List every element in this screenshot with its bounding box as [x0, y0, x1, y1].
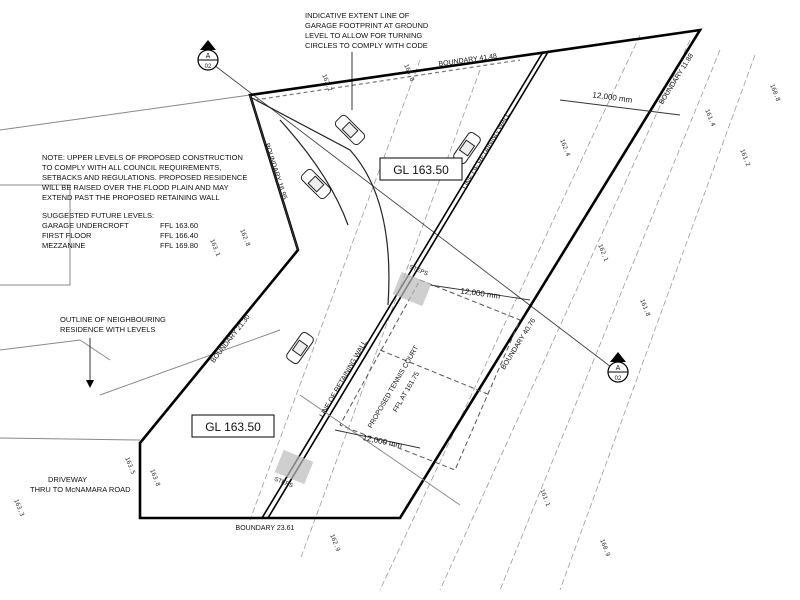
contour-level: 161.8: [638, 298, 651, 318]
contour-level: 161.1: [538, 488, 551, 508]
contour-level: 162.4: [558, 138, 571, 158]
section-marker-top: A 02: [197, 40, 219, 71]
note-line-3: SETBACKS AND REGULATIONS. PROPOSED RESID…: [42, 173, 247, 182]
gl-label-lower: GL 163.50: [205, 420, 261, 434]
contour-level: 163.3: [12, 498, 25, 518]
driveway-note: DRIVEWAY THRU TO McNAMARA ROAD: [30, 475, 131, 494]
note-line-4: WILL BE RAISED OVER THE FLOOD PLAIN AND …: [42, 183, 229, 192]
extent-line-1: INDICATIVE EXTENT LINE OF: [305, 11, 410, 20]
level-name-3: MEZZANINE: [42, 241, 85, 250]
contour-level: 162.2: [320, 73, 333, 93]
boundary-inner-label: BOUNDARY 16.95: [263, 142, 288, 200]
garage-footprint: [251, 59, 521, 306]
contour-level: 162.9: [328, 533, 341, 553]
contour-level: 163.8: [148, 468, 161, 488]
inner-boundary: [249, 94, 299, 251]
contour-level: 162.1: [596, 243, 609, 263]
steps-hatch: [274, 271, 432, 485]
note-line-1: NOTE: UPPER LEVELS OF PROPOSED CONSTRUCT…: [42, 153, 243, 162]
level-value-1: FFL 163.60: [160, 221, 198, 230]
section-marker-top-number: 02: [205, 64, 212, 70]
boundary-bottom-label: BOUNDARY 23.61: [236, 525, 295, 532]
main-note: NOTE: UPPER LEVELS OF PROPOSED CONSTRUCT…: [42, 153, 247, 250]
dimension-lines: [334, 99, 681, 449]
note-line-5: EXTEND PAST THE PROPOSED RETAINING WALL: [42, 193, 220, 202]
note-line-2: TO COMPLY WITH ALL COUNCIL REQUIREMENTS,: [42, 163, 221, 172]
section-marker-top-letter: A: [206, 53, 211, 60]
contour-levels: 162.4 162.1 161.8 161.4 161.2 160.8 162.…: [12, 63, 781, 558]
contour-level: 160.8: [768, 83, 781, 103]
tennis-court-label: PROPOSED TENNIS COURT FFL AT 161.75: [367, 344, 421, 429]
neighbour-outline: [0, 94, 281, 441]
contour-level: 163.5: [123, 456, 136, 476]
boundary-right-top-label: BOUNDARY 11.88: [658, 53, 695, 106]
contour-level: 163.1: [208, 238, 221, 258]
neighbour-line-2: RESIDENCE WITH LEVELS: [60, 325, 155, 334]
section-marker-bottom-number: 02: [615, 376, 622, 382]
retaining-wall-label-lower: LINE OF RETAINING WALL: [319, 340, 369, 419]
level-value-2: FFL 166.40: [160, 231, 198, 240]
contour-level: 161.2: [738, 148, 751, 168]
section-marker-bottom-letter: A: [616, 365, 621, 372]
levels-title: SUGGESTED FUTURE LEVELS:: [42, 211, 154, 220]
contour-level: 162.8: [238, 228, 251, 248]
contour-level: 160.9: [598, 538, 611, 558]
neighbour-line-1: OUTLINE OF NEIGHBOURING: [60, 315, 166, 324]
gl-label-upper: GL 163.50: [393, 163, 449, 177]
section-marker-bottom: A 02: [607, 352, 629, 383]
extent-line-2: GARAGE FOOTPRINT AT GROUND: [305, 21, 429, 30]
extent-note: INDICATIVE EXTENT LINE OF GARAGE FOOTPRI…: [305, 11, 429, 110]
car-icons: [286, 114, 481, 365]
neighbour-note: OUTLINE OF NEIGHBOURING RESIDENCE WITH L…: [60, 315, 166, 388]
dimension-label-1: 12,000 mm: [592, 90, 633, 105]
section-line: [209, 61, 616, 371]
level-value-3: FFL 169.80: [160, 241, 198, 250]
contour-level: 161.4: [703, 108, 716, 128]
boundary-left-label: BOUNDARY 21.30: [210, 314, 252, 365]
tennis-court: [299, 279, 521, 506]
driveway-line-1: DRIVEWAY: [48, 475, 87, 484]
dimension-label-3: 12,000 mm: [362, 433, 403, 450]
level-name-1: GARAGE UNDERCROFT: [42, 221, 129, 230]
ground-level-labels: GL 163.50 GL 163.50: [191, 157, 463, 438]
extent-line-4: CIRCLES TO COMPLY WITH CODE: [305, 41, 428, 50]
driveway-line-2: THRU TO McNAMARA ROAD: [30, 485, 131, 494]
extent-line-3: LEVEL TO ALLOW FOR TURNING: [305, 31, 422, 40]
boundary-top-label: BOUNDARY 41.48: [438, 53, 497, 68]
level-name-2: FIRST FLOOR: [42, 231, 92, 240]
